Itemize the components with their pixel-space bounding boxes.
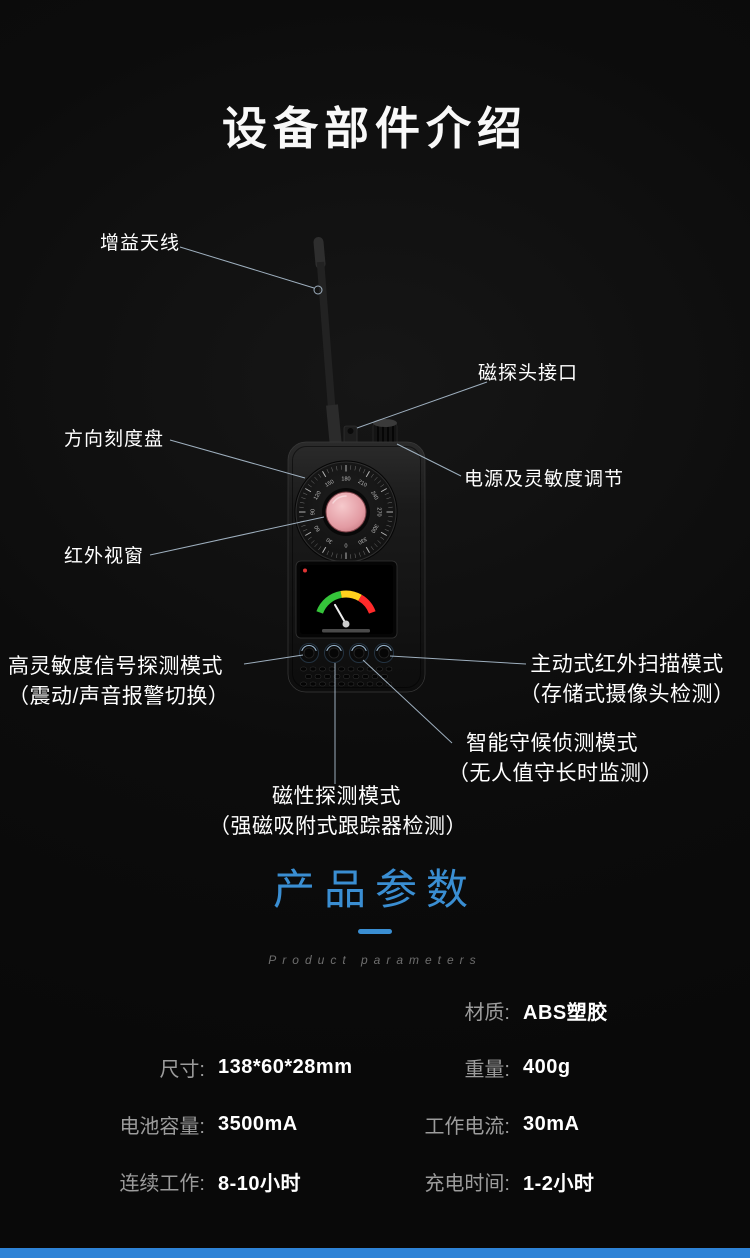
param-work-time: 连续工作: 8-10小时 (55, 1153, 370, 1210)
params-divider (358, 929, 392, 934)
callout-line (149, 516, 325, 556)
screen-led-graphic (303, 568, 307, 573)
params-subtitle: Product parameters (268, 953, 482, 967)
power-knob-graphic (372, 419, 398, 448)
svg-text:240: 240 (369, 490, 379, 501)
callout-line (396, 443, 462, 477)
callout-ir-scan-mode: 主动式红外扫描模式 （存储式摄像头检测） (518, 650, 736, 710)
param-value: 30mA (523, 1113, 580, 1135)
svg-text:180: 180 (341, 477, 350, 483)
svg-text:30: 30 (326, 536, 334, 544)
guard-mode-line1: 智能守候侦测模式 (466, 732, 638, 755)
speaker-grille (300, 666, 393, 687)
table-row: 电池容量: 3500mA 工作电流: 30mA (0, 1096, 750, 1153)
svg-text:210: 210 (357, 479, 368, 489)
param-weight: 重量: 400g (378, 1039, 708, 1096)
param-value: 1-2小时 (523, 1173, 595, 1195)
bottom-accent-bar (0, 1248, 750, 1258)
callout-line (389, 655, 527, 665)
param-current: 工作电流: 30mA (378, 1096, 708, 1153)
callout-line (356, 381, 488, 429)
svg-text:0: 0 (344, 542, 347, 548)
param-charge-time: 充电时间: 1-2小时 (378, 1153, 708, 1210)
callout-magnetic-mode: 磁性探测模式 （强磁吸附式跟踪器检测） (209, 782, 467, 842)
callout-line (179, 246, 315, 289)
svg-text:150: 150 (324, 479, 335, 489)
param-label: 电池容量: (119, 1116, 205, 1138)
svg-text:60: 60 (314, 524, 322, 532)
param-label: 尺寸: (159, 1059, 205, 1081)
svg-text:120: 120 (313, 490, 323, 501)
svg-text:330: 330 (357, 535, 368, 545)
signal-mode-line1: 高灵敏度信号探测模式 (8, 655, 223, 678)
gauge-needle-graphic (334, 603, 347, 625)
param-value: 3500mA (218, 1113, 298, 1135)
svg-text:300: 300 (369, 523, 379, 534)
param-battery: 电池容量: 3500mA (55, 1096, 370, 1153)
svg-text:270: 270 (376, 507, 382, 516)
callout-signal-mode: 高灵敏度信号探测模式 （震动/声音报警切换） (8, 652, 229, 712)
ir-scan-mode-line2: （存储式摄像头检测） (519, 683, 735, 706)
screen-graphic (295, 560, 398, 639)
table-row: 尺寸: 138*60*28mm 重量: 400g (0, 1039, 750, 1096)
signal-mode-line2: （震动/声音报警切换） (8, 685, 230, 708)
callout-dot (313, 285, 323, 295)
callout-ir-window-label: 红外视窗 (64, 546, 145, 567)
callout-power-knob-label: 电源及灵敏度调节 (464, 469, 625, 490)
callout-line (362, 659, 453, 744)
antenna-graphic (313, 237, 342, 448)
param-label: 材质: (464, 1002, 510, 1024)
callout-dial-label: 方向刻度盘 (64, 429, 165, 450)
callout-probe-port-label: 磁探头接口 (478, 363, 579, 384)
callout-line (243, 654, 304, 665)
page-title: 设备部件介绍 (221, 103, 528, 154)
mode-buttons (299, 643, 394, 663)
param-value: ABS塑胶 (523, 1002, 608, 1024)
param-size: 尺寸: 138*60*28mm (55, 1039, 370, 1096)
svg-text:90: 90 (311, 509, 317, 515)
param-label: 重量: (464, 1059, 510, 1081)
callout-guard-mode: 智能守候侦测模式 （无人值守长时监测） (448, 729, 663, 789)
param-value: 8-10小时 (218, 1173, 302, 1195)
param-value: 138*60*28mm (218, 1056, 353, 1078)
probe-port-graphic (343, 425, 358, 445)
param-label: 工作电流: (424, 1116, 510, 1138)
param-value: 400g (523, 1056, 571, 1078)
param-label: 连续工作: (119, 1173, 205, 1195)
magnetic-mode-line1: 磁性探测模式 (272, 785, 401, 808)
param-material: 材质: ABS塑胶 (378, 982, 708, 1039)
magnetic-mode-line2: （强磁吸附式跟踪器检测） (209, 815, 467, 838)
params-table: 材质: ABS塑胶 尺寸: 138*60*28mm 重量: 400g 电池容量:… (0, 982, 750, 1210)
table-row: 材质: ABS塑胶 (0, 982, 750, 1039)
guard-mode-line2: （无人值守长时监测） (448, 762, 663, 785)
device-body (287, 441, 426, 693)
params-title: 产品参数 (272, 866, 477, 913)
ir-scan-mode-line1: 主动式红外扫描模式 (530, 653, 724, 676)
ir-window-graphic (325, 491, 367, 533)
table-row: 连续工作: 8-10小时 充电时间: 1-2小时 (0, 1153, 750, 1210)
callout-line (169, 439, 306, 479)
param-label: 充电时间: (424, 1173, 510, 1195)
callout-antenna-label: 增益天线 (100, 233, 181, 254)
